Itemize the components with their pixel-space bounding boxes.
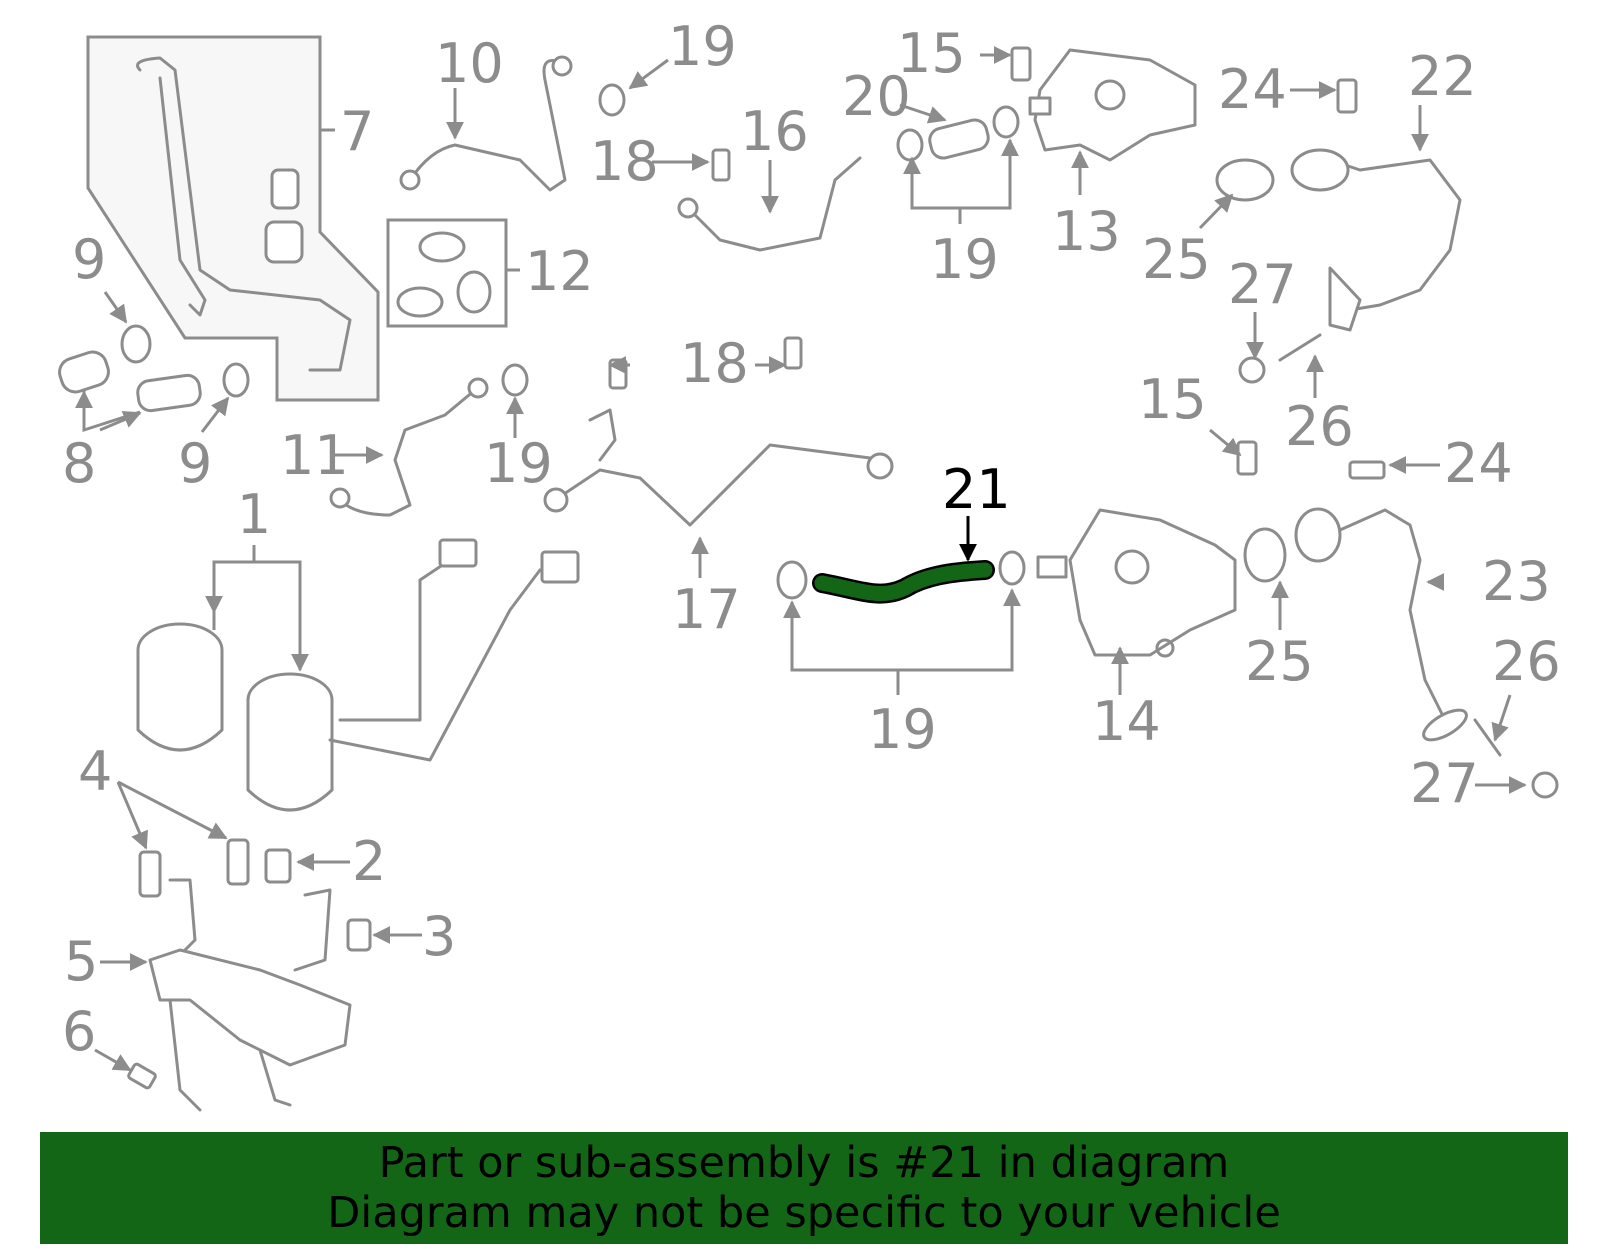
callout-10: 10	[435, 32, 504, 95]
callout-27a: 27	[1228, 253, 1297, 316]
callout-19a: 19	[668, 15, 737, 78]
part-6-bolt	[127, 1062, 157, 1090]
part-2-connector	[264, 848, 292, 884]
callout-6: 6	[62, 1000, 96, 1063]
callout-15a: 15	[897, 22, 966, 85]
callout-12: 12	[525, 240, 594, 303]
callout-9b: 9	[178, 432, 212, 495]
callout-20: 20	[842, 65, 911, 128]
part-17-pipe	[543, 408, 894, 527]
callout-9a: 9	[72, 228, 106, 291]
part-23-pipe	[1294, 507, 1468, 742]
part-25-gasket	[1215, 158, 1287, 583]
callout-14: 14	[1092, 690, 1161, 753]
callout-16: 16	[740, 100, 809, 163]
callout-11: 11	[280, 424, 349, 487]
callout-5: 5	[64, 930, 98, 993]
callout-26b: 26	[1492, 630, 1561, 693]
part-14-valve	[1036, 508, 1237, 658]
callout-3: 3	[422, 905, 456, 968]
callout-1: 1	[237, 483, 271, 546]
callout-23: 23	[1482, 550, 1551, 613]
callout-2: 2	[352, 830, 386, 893]
callout-18a: 18	[590, 130, 659, 193]
part-20-hose	[928, 118, 990, 160]
callout-13: 13	[1052, 200, 1121, 263]
callout-15b: 15	[1138, 368, 1207, 431]
part-4-mount	[138, 838, 250, 898]
callout-24a: 24	[1218, 58, 1287, 121]
callout-7: 7	[340, 100, 374, 163]
leader-lines	[75, 46, 1527, 1072]
part-21-hose[interactable]	[812, 560, 995, 604]
callout-19d: 19	[868, 698, 937, 761]
part-11-hose	[329, 377, 489, 517]
callout-8: 8	[62, 432, 96, 495]
callout-17: 17	[672, 578, 741, 641]
callout-21: 21	[942, 458, 1011, 521]
callout-27b: 27	[1410, 752, 1479, 815]
part-7-pipe-assembly	[86, 35, 380, 402]
part-10-hose	[399, 55, 573, 192]
callout-25a: 25	[1142, 228, 1211, 291]
part-3-insulator	[346, 918, 372, 952]
part-26-stud	[1278, 333, 1502, 757]
part-8-hose	[58, 350, 202, 413]
callout-18b: 18	[680, 332, 749, 395]
banner-line-2: Diagram may not be specific to your vehi…	[327, 1188, 1281, 1238]
banner-line-1: Part or sub-assembly is #21 in diagram	[378, 1138, 1230, 1188]
callout-labels: 1 2 3 4 5 6 7 8 9 9 10 11 12 13 14 15 15…	[62, 15, 1561, 1063]
part-13-valve	[1028, 48, 1197, 162]
callout-19c: 19	[930, 228, 999, 291]
callout-22: 22	[1408, 45, 1477, 108]
callout-4: 4	[78, 740, 112, 803]
part-5-bracket	[148, 878, 352, 1112]
callout-25b: 25	[1245, 630, 1314, 693]
part-19-clamps	[501, 83, 1026, 600]
callout-19b: 19	[484, 432, 553, 495]
part-16-hose	[677, 156, 862, 252]
callout-24b: 24	[1444, 432, 1513, 495]
part-1-air-pump	[136, 538, 580, 812]
part-12-grommet-kit	[386, 218, 520, 328]
callout-26a: 26	[1285, 395, 1354, 458]
part-22-pipe	[1290, 148, 1462, 332]
info-banner: Part or sub-assembly is #21 in diagram D…	[40, 1132, 1568, 1244]
part-9-clamp	[120, 324, 250, 398]
